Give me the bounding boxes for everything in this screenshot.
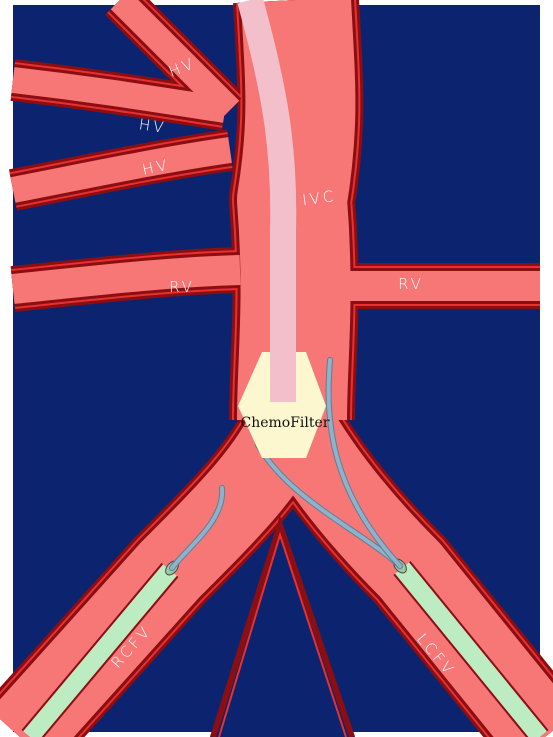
label-hv-middle: HV <box>138 115 168 137</box>
catheter-tip <box>270 352 296 402</box>
label-rv-left: RV <box>169 278 195 296</box>
label-rv-right: RV <box>398 275 424 293</box>
chemofilter-label: ChemoFilter <box>241 415 330 431</box>
